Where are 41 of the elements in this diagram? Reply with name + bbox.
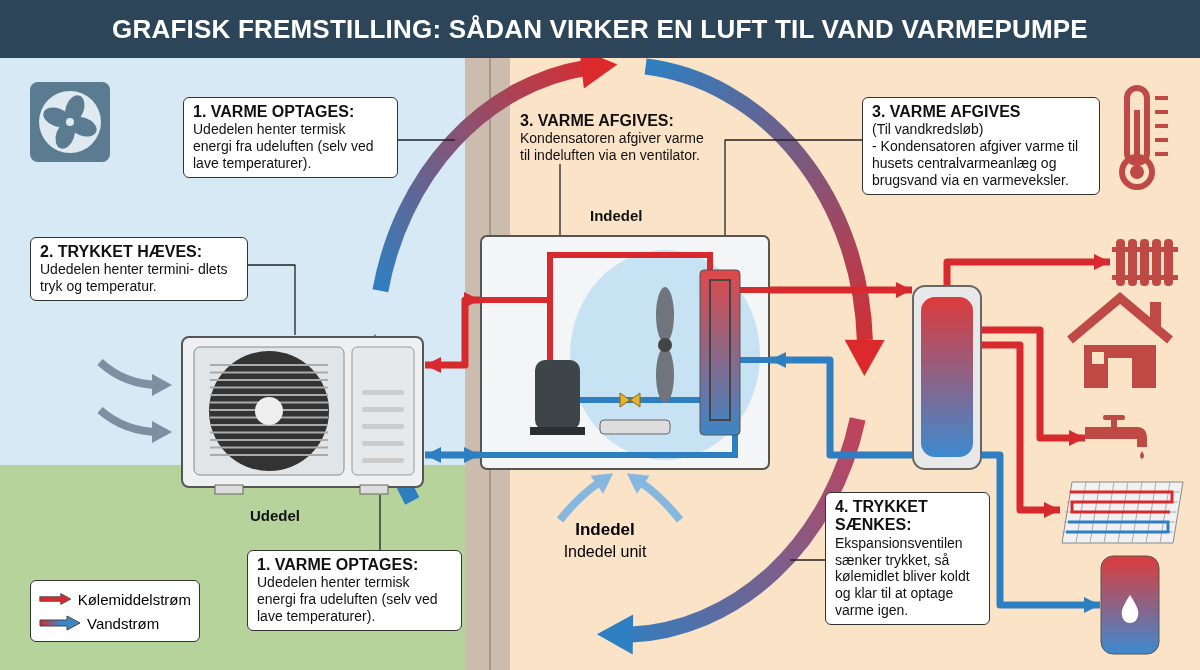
storage-tank-drawing (912, 285, 982, 470)
callout-heading: 1. VARME OPTAGES: (257, 556, 420, 575)
callout-box (862, 97, 1100, 195)
callout-text: Ekspansionsventilen sænker trykket, så kølemidlet bliver koldt og klar til at optage varme igen. (835, 534, 971, 619)
callout-text: - Kondensatoren afgiver varme til husets centralvarmeanlæg og brugsvand via en varmeveksler. (872, 138, 1080, 189)
unit-label: Indedel (574, 520, 636, 540)
unit-label: Udedel (250, 507, 300, 524)
pipe-arrow (982, 451, 1100, 613)
hot-water-cylinder-drawing (1100, 555, 1160, 655)
callout-heading: 1. VARME OPTAGES: (193, 103, 356, 122)
legend-label: Kølemiddelstrøm (77, 590, 191, 608)
leader-line (789, 559, 826, 561)
pipe-arrow (770, 352, 912, 459)
callout-box (183, 97, 398, 178)
callout-heading: 3. VARME AFGIVES (872, 103, 1022, 122)
unit-label: Indedel (590, 207, 643, 224)
leader-line (724, 139, 863, 236)
pipe-arrow (770, 282, 912, 298)
callout-heading: 3. VARME AFGIVES: (520, 112, 675, 131)
legend-label: Vandstrøm (87, 614, 160, 632)
callout-heading: 4. TRYKKET SÆNKES: (835, 498, 929, 535)
callout-text: Udedelen henter termisk energi fra udeluften (selv ved lave temperaturer). (257, 574, 439, 625)
callout-heading: 2. TRYKKET HÆVES: (40, 243, 204, 262)
callout-text: Udedelen henter termisk energi fra udeluften (selv ved lave temperaturer). (193, 121, 375, 172)
pipe-arrow (425, 292, 480, 373)
callout-box (30, 237, 248, 301)
callout-box (825, 492, 990, 625)
pipe-arrow (982, 341, 1060, 518)
callout-text: Udedelen henter termini- dlets tryk og temperatur. (40, 261, 229, 295)
leader-line (397, 139, 456, 141)
pipe-arrow (425, 447, 480, 463)
leader-line (247, 264, 296, 336)
pipe-arrow (982, 326, 1085, 446)
callout-box (247, 550, 462, 631)
leader-line (559, 163, 561, 236)
callout-text: Kondensatoren afgiver varme til indeluften via en ventilator. (520, 130, 705, 164)
callout-text: (Til vandkredsløb) (872, 121, 985, 139)
unit-label: Indedel unit (562, 543, 648, 561)
floor-heating-drawing (1060, 480, 1185, 545)
title: GRAFISK FREMSTILLING: SÅDAN VIRKER EN LUFT TIL VAND VARMEPUMPE (111, 13, 1089, 46)
leader-line (379, 494, 381, 551)
